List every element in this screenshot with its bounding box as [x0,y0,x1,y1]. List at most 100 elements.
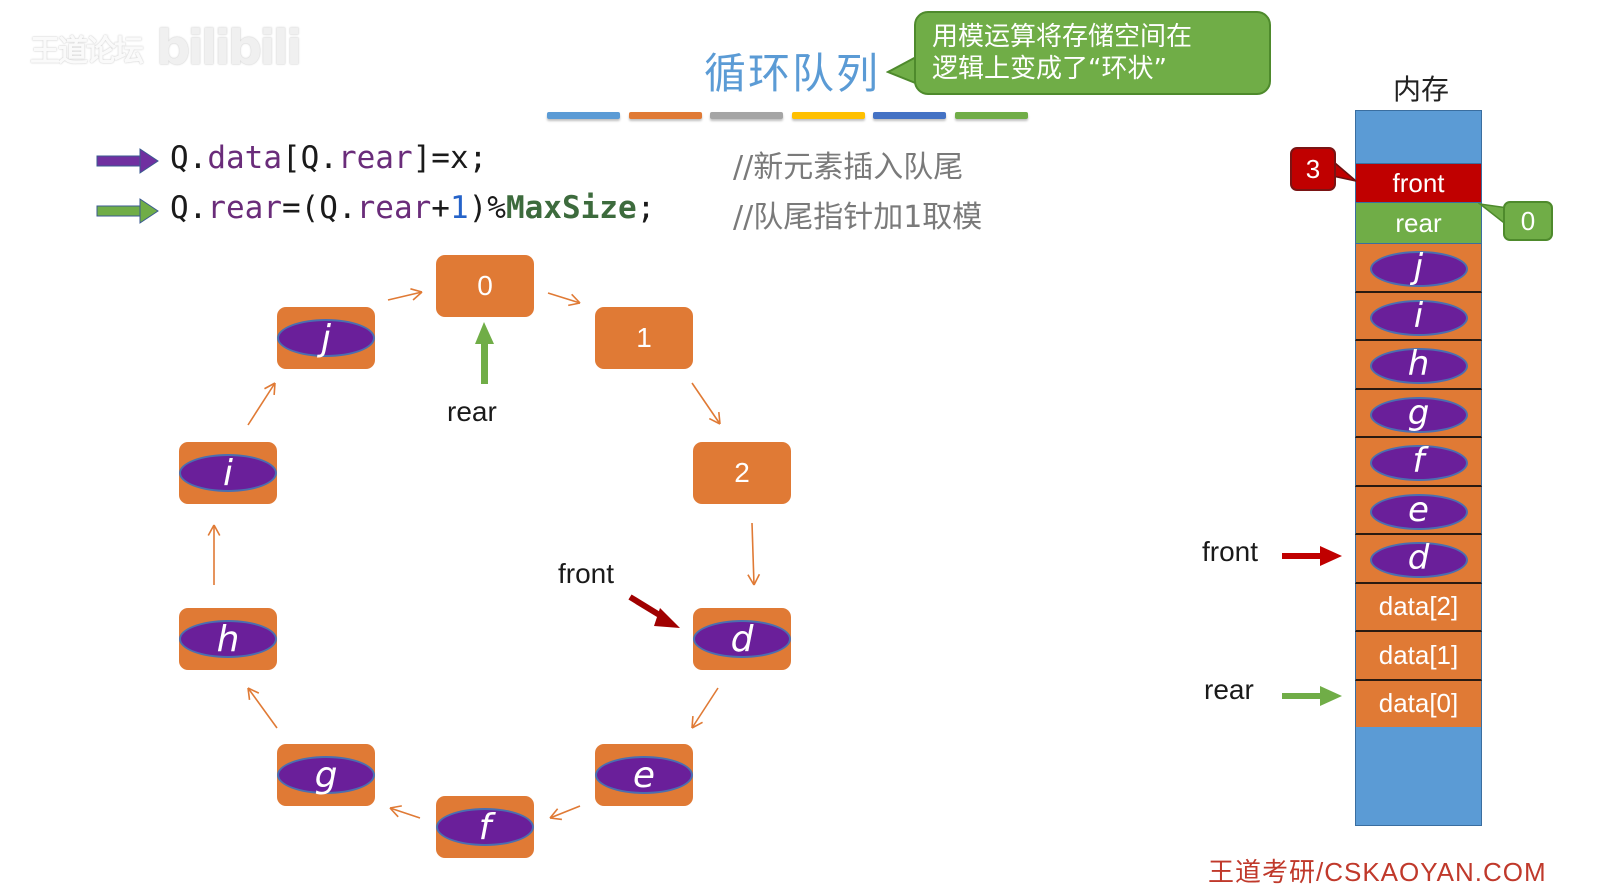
ring-arrow [747,522,761,586]
memory-rear-field: rear [1355,203,1482,244]
element-ellipse [1370,493,1468,530]
memory-rear-arrow-icon [1282,686,1342,706]
memory-cell: h [1355,341,1482,390]
element-label: g [1407,392,1430,433]
ring-front-arrow-icon [628,594,680,628]
code-comment: //队尾指针加1取模 [733,200,983,235]
element-ellipse [595,756,693,794]
code-comment: //新元素插入队尾 [733,150,964,185]
rear-value-callout: 0 [1503,201,1553,241]
code-token: [Q. [281,140,338,176]
callout-line-2: 逻辑上变成了“环状” [932,54,1167,84]
front-value-callout: 3 [1290,147,1336,191]
element-label: e [1408,489,1429,530]
color-bar [954,112,1028,119]
callout-bubble: 用模运算将存储空间在 逻辑上变成了“环状” [914,11,1271,95]
element-ellipse [693,620,791,658]
code-line: Q.rear=(Q.rear+1)%MaxSize; [170,190,655,226]
ring-node-5: f [436,796,534,858]
memory-cell: data[1] [1355,632,1482,681]
memory-front-arrow-icon [1282,546,1342,566]
element-ellipse [1370,396,1468,433]
code-token: rear [207,190,282,226]
code-token: ]=x; [412,140,488,176]
element-ellipse [277,319,375,357]
rear-value: 0 [1520,205,1536,236]
memory-rear-label: rear [1395,207,1442,238]
code-token: + [431,190,450,226]
element-label: h [1407,344,1430,385]
ring-node-9: j [277,307,375,369]
ring-node-0: 0 [436,255,534,317]
footer-brand: 王道考研/CSKAOYAN.COM [1208,857,1547,887]
slot-index-label: 1 [636,322,652,353]
color-bar [791,112,865,119]
memory-blank-bottom [1355,727,1482,826]
color-bar [547,112,620,119]
memory-cell-label: data[1] [1378,639,1459,670]
code-token: )% [468,190,506,226]
ring-arrow [247,687,278,729]
element-ellipse [179,454,277,492]
page-title: 循环队列 [704,49,881,98]
memory-cell: f [1355,438,1482,487]
color-bar [873,112,946,119]
memory-front-field: front [1355,164,1482,203]
memory-front-pointer-label: front [1202,536,1259,567]
code-token: rear [337,140,413,176]
element-label: j [1413,247,1424,288]
color-bar [710,112,783,119]
ring-rear-label: rear [447,396,497,427]
element-label: i [222,452,233,494]
element-label: e [632,754,656,796]
callout-line-1: 用模运算将存储空间在 [932,22,1193,52]
ring-arrow [549,805,581,821]
ring-arrow [691,687,719,729]
element-label: d [1407,538,1430,579]
element-label: g [314,754,338,796]
memory-cell: i [1355,292,1482,341]
ring-rear-arrow-icon [475,322,494,384]
ring-node-8: i [179,442,277,504]
code-token: ; [636,190,656,226]
ring-arrow [547,292,581,307]
slot-index-label: 0 [477,270,493,301]
color-bar [628,112,702,119]
code-token: MaxSize [505,190,637,226]
ring-node-2: 2 [693,442,791,504]
memory-cell: data[2] [1355,583,1482,632]
ring-arrow [247,382,276,426]
memory-cell: d [1355,535,1482,584]
bilibili-logo: bilibili [156,20,302,76]
memory-rear-pointer-label: rear [1204,674,1254,705]
element-label: j [320,317,331,359]
memory-front-label: front [1392,167,1445,198]
memory-cell: j [1355,244,1482,293]
element-label: i [1413,295,1424,336]
code-line-arrow-icon [96,148,159,174]
ring-node-3: d [693,608,791,670]
memory-cell-label: data[2] [1378,591,1459,622]
code-token: 1 [449,190,469,226]
element-ellipse [436,808,534,846]
code-token: Q. [170,190,208,226]
code-token: data [207,140,282,176]
element-label: f [478,806,492,848]
slot-index-label: 2 [734,457,750,488]
ring-arrow [389,805,421,819]
element-label: d [730,618,754,660]
element-ellipse [179,620,277,658]
ring-node-6: g [277,744,375,806]
code-token: rear [356,190,432,226]
code-line: Q.data[Q.rear]=x; [170,140,487,176]
element-label: h [216,618,240,660]
memory-cell: g [1355,389,1482,438]
element-ellipse [277,756,375,794]
element-ellipse [1370,445,1468,481]
ring-arrow [207,524,221,585]
memory-title: 内存 [1393,73,1450,106]
code-token: Q. [170,140,208,176]
memory-cell: e [1355,486,1482,535]
